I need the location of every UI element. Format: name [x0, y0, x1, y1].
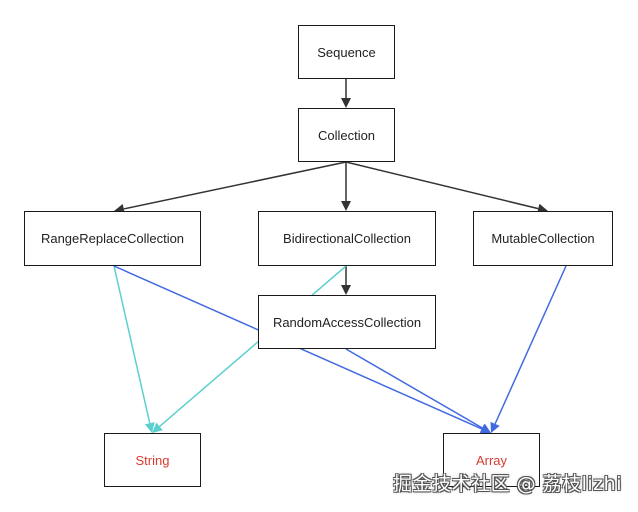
node-bidirectional-collection: BidirectionalCollection — [258, 211, 436, 266]
edge-bidirectional-to-string — [152, 265, 347, 433]
arrowhead-icon — [479, 423, 491, 433]
edge-sequence-to-collection — [341, 79, 351, 108]
node-bidirectional-collection-label: BidirectionalCollection — [283, 231, 411, 246]
watermark: 掘金技术社区 @ 荔枝lizhi — [393, 473, 622, 495]
edge-mutable-to-array — [490, 265, 567, 433]
arrowhead-icon — [144, 422, 155, 433]
node-array-label: Array — [475, 452, 508, 468]
arrowhead-icon — [341, 201, 351, 211]
node-random-access-collection: RandomAccessCollection — [258, 295, 436, 349]
node-sequence-label: Sequence — [317, 44, 376, 60]
node-random-access-collection-label: RandomAccessCollection — [272, 314, 422, 330]
arrowhead-icon — [152, 422, 163, 433]
edge-collection-to-mutable — [345, 161, 548, 214]
node-range-replace-collection: RangeReplaceCollection — [24, 211, 201, 266]
node-string: String — [104, 433, 201, 487]
edge-range-replace-to-array — [113, 265, 491, 434]
edge-collection-to-range-replace — [114, 161, 347, 214]
arrowhead-icon — [341, 98, 351, 108]
node-mutable-collection: MutableCollection — [473, 211, 613, 266]
node-sequence: Sequence — [298, 25, 395, 79]
node-string-label: String — [135, 452, 170, 468]
edge-random-access-to-array — [345, 348, 491, 433]
node-mutable-collection-label: MutableCollection — [491, 231, 595, 246]
arrowhead-icon — [341, 285, 351, 295]
node-collection: Collection — [298, 108, 395, 162]
node-collection-label: Collection — [317, 127, 376, 143]
edge-collection-to-bidirectional — [341, 162, 351, 211]
edge-range-replace-to-string — [113, 265, 155, 433]
edge-bidirectional-to-random-access — [341, 266, 351, 295]
arrowhead-icon — [490, 421, 500, 433]
node-range-replace-collection-label: RangeReplaceCollection — [40, 231, 185, 246]
node-array: Array — [443, 433, 540, 487]
